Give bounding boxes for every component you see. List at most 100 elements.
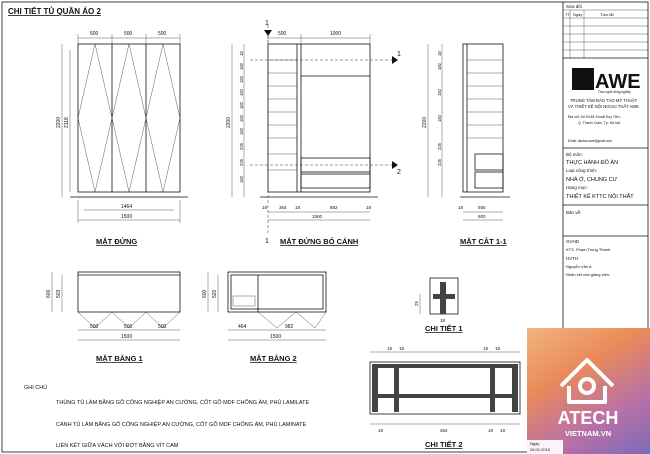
notes-line-3: LIÊN KẾT GIỮA VÁCH VỚI ĐỢT BẰNG VÍT CAM — [56, 441, 179, 449]
front-open-dim-top-1: 500 — [278, 31, 287, 37]
front-view-label: MẶT ĐỨNG — [96, 237, 137, 246]
shelf-dim-1: 18 — [239, 51, 244, 56]
detail1-dim-1: 25 — [414, 300, 419, 306]
detail2-dim-t2: 18 — [399, 346, 405, 351]
notes-line-2: CÁNH TỦ LÀM BẰNG GỖ CÔNG NGHIỆP AN CƯỜNG… — [56, 420, 306, 428]
plan2-dim-b1: 464 — [238, 324, 247, 330]
plan1-dim-left-2: 503 — [56, 289, 62, 298]
detail1-dim-2: 18 — [440, 318, 446, 323]
detail2-dim-b2: 364 — [440, 428, 448, 433]
front-open-dim-b1: 18 — [262, 205, 268, 210]
detail2-dim-b3: 18 — [488, 428, 494, 433]
section-dim-b3: 600 — [478, 214, 486, 219]
drawing-label: Bản vẽ: — [566, 210, 581, 215]
plan1-dim-b3: 500 — [158, 324, 167, 330]
front-dim-top-1: 500 — [90, 31, 99, 37]
awe-logo-mark-icon — [572, 68, 594, 90]
section-shelf-dim-2: 182 — [437, 62, 442, 70]
section-view-label: MẶT CẮT 1-1 — [460, 237, 507, 246]
hvth-value: Nguyễn Văn A — [566, 264, 592, 269]
item-label: Hạng mục: — [566, 185, 588, 190]
date-label: Ngày — [530, 441, 539, 446]
front-dim-left-1: 2200 — [56, 117, 62, 128]
section-mark-2: 2 — [397, 169, 401, 176]
shelf-dim-9: 225 — [239, 158, 244, 166]
front-open-dim-top-2: 1000 — [330, 31, 341, 37]
shelf-dim-7: 182 — [239, 127, 244, 135]
dept-label: Bộ môn: — [566, 152, 583, 157]
section-shelf-dim-3: 182 — [437, 88, 442, 96]
item-value: THIẾT KẾ KTTC NỘI THẤT — [566, 193, 634, 200]
notes-block: GHI CHÚ THÙNG TỦ LÀM BẰNG GỖ CÔNG NGHIỆP… — [24, 384, 310, 449]
detail1-label: CHI TIẾT 1 — [425, 323, 463, 333]
detail2-dim-t3: 18 — [483, 346, 489, 351]
front-open-view: 1 2 1 1 500 1000 2200 18 182 182 182 182… — [226, 20, 401, 246]
section-shelf-dim-1: 18 — [437, 51, 442, 56]
hvth-label: HVTH — [566, 256, 578, 261]
notes-line-1: THÙNG TỦ LÀM BẰNG GỖ CÔNG NGHIỆP AN CƯỜN… — [56, 398, 310, 406]
front-open-dim-left: 2200 — [226, 117, 232, 128]
front-dim-bottom-1: 1464 — [121, 204, 132, 210]
front-open-view-label: MẶT ĐỨNG BỎ CÁNH — [280, 237, 358, 246]
shelf-dim-10: 182 — [239, 175, 244, 183]
plan2-view-label: MẶT BẰNG 2 — [250, 354, 297, 363]
section-dim-left: 2200 — [422, 117, 428, 128]
address-2: Q. Thanh Xuân, Tp. Hà Nội — [578, 121, 621, 125]
plan2-dim-left-2: 520 — [212, 289, 218, 298]
awe-tagline: Trao nghề đúng nghiệp — [598, 90, 631, 94]
front-dim-top-3: 500 — [158, 31, 167, 37]
section-shelf-dim-6: 225 — [437, 158, 442, 166]
plan1-dim-left-1: 600 — [46, 289, 52, 298]
front-dim-bottom-2: 1500 — [121, 214, 132, 220]
section-mark-top: 1 — [265, 20, 269, 27]
shelf-dim-3: 182 — [239, 75, 244, 83]
section-dim-b1: 18 — [458, 205, 464, 210]
awe-logo-text: AWE — [595, 71, 641, 93]
plan2-dim-b2: 982 — [285, 324, 294, 330]
plan1-view-label: MẶT BẰNG 1 — [96, 354, 143, 363]
detail2-dim-t4: 18 — [495, 346, 501, 351]
front-open-dim-b3: 18 — [295, 205, 301, 210]
front-open-dim-b4: 882 — [330, 205, 338, 210]
front-dim-top-2: 500 — [124, 31, 133, 37]
email: Email: daotao.awe@gmail.com — [568, 139, 612, 143]
section-mark-bottom: 1 — [265, 238, 269, 245]
plan1-dim-b2: 500 — [124, 324, 133, 330]
shelf-dim-2: 182 — [239, 62, 244, 70]
plan1-view: 600 503 500 500 500 1500 MẶT BẰNG 1 — [46, 271, 181, 363]
comment-label: Nhận xét của giảng viên: — [566, 272, 610, 277]
gvhd-value: KTS. Phạm Trung Thành — [566, 247, 610, 252]
detail2-view: 18 18 18 18 18 364 18 18 CHI TIẾT 2 — [369, 346, 521, 449]
plan2-view: 600 520 464 982 1500 MẶT BẰNG 2 — [202, 271, 327, 363]
plan1-dim-b1: 500 — [90, 324, 99, 330]
rev-col-tomtat: Tóm tắt — [600, 12, 614, 17]
detail2-label: CHI TIẾT 2 — [425, 439, 463, 449]
front-open-shelves — [268, 59, 297, 171]
detail2-dim-b1: 18 — [378, 428, 384, 433]
center-name-2: VÀ THIẾT KẾ NỘI NGOẠI THẤT AWE — [568, 104, 639, 109]
detail2-dim-t1: 18 — [387, 346, 393, 351]
shelf-dim-4: 182 — [239, 88, 244, 96]
address-1: Địa chỉ: Số 9/181 Khuất Duy Tiến, — [568, 115, 621, 119]
type-value: NHÀ Ở, CHUNG CƯ — [566, 176, 618, 183]
section-shelf-dim-4: 182 — [437, 114, 442, 122]
atech-house-icon — [559, 358, 615, 404]
section-shelves — [467, 59, 503, 139]
shelf-dim-6: 182 — [239, 114, 244, 122]
plan2-dim-b3: 1500 — [270, 334, 281, 340]
front-view: 500 500 500 2200 2118 1464 1500 MẶT ĐỨNG — [56, 31, 188, 246]
section-dim-b2: 555 — [478, 205, 486, 210]
watermark-line-2: VIETNAM.VN — [565, 429, 611, 438]
type-label: Loại công trình: — [566, 168, 597, 173]
detail2-dim-b4: 18 — [500, 428, 506, 433]
revision-header: Sửa đổi — [566, 3, 582, 9]
detail1-view: 25 18 CHI TIẾT 1 — [414, 277, 463, 333]
shelf-dim-8: 225 — [239, 142, 244, 150]
front-dim-left-2: 2118 — [64, 117, 70, 128]
section-shelf-dim-5: 225 — [437, 142, 442, 150]
gvhd-label: GVHD — [566, 239, 580, 244]
sheet-title: CHI TIẾT TỦ QUẦN ÁO 2 — [8, 6, 101, 16]
title-block: Sửa đổi TT Ngày Tóm tắt AWE Trao nghề đú… — [563, 3, 648, 277]
